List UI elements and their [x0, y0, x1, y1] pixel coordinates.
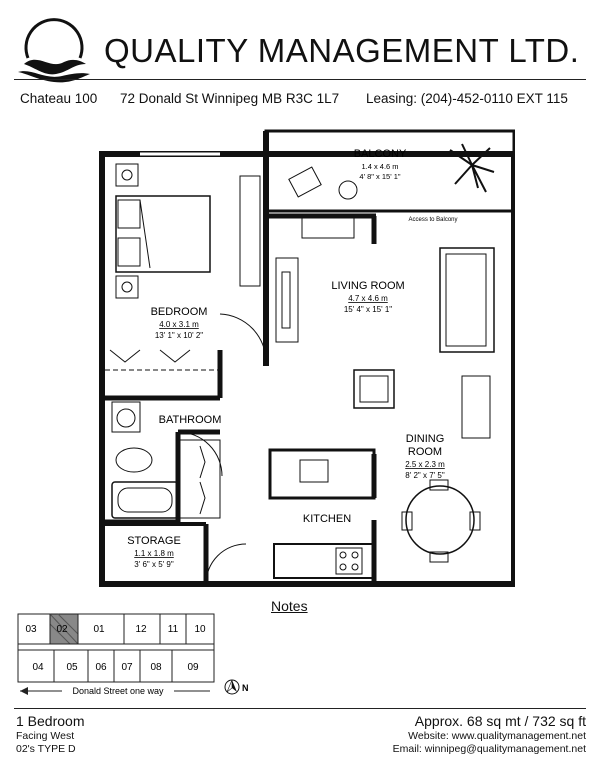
- living-room-label: LIVING ROOM: [331, 280, 404, 292]
- bedroom-imperial: 13' 1" x 10' 2": [155, 331, 203, 340]
- balcony-metric: 1.4 x 4.6 m: [361, 162, 398, 171]
- header-divider: [14, 79, 586, 80]
- dining-room-label-line1: DINING: [406, 433, 445, 445]
- balcony-outline: [264, 129, 515, 213]
- site-unit-07: 07: [121, 662, 133, 673]
- company-name: QUALITY MANAGEMENT LTD.: [104, 32, 580, 69]
- building-name: Chateau 100: [20, 91, 98, 106]
- company-logo: [18, 18, 90, 83]
- living-room-imperial: 15' 4" x 15' 1": [344, 305, 392, 314]
- storage-label: STORAGE: [127, 535, 181, 547]
- site-unit-05: 05: [66, 662, 78, 673]
- site-unit-02-highlighted: 02: [56, 624, 68, 635]
- building-address: 72 Donald St Winnipeg MB R3C 1L7: [120, 91, 340, 106]
- dining-room-label-line2: ROOM: [408, 446, 442, 458]
- leasing-contact: Leasing: (204)-452-0110 EXT 115: [366, 91, 568, 106]
- north-label: N: [242, 683, 249, 693]
- sofa-icon: [439, 247, 495, 353]
- tv-stand-icon: [275, 257, 299, 343]
- notes-heading: Notes: [271, 598, 308, 614]
- armchair-icon: [353, 369, 395, 409]
- floor-plan: BALCONY 1.4 x 4.6 m 4' 8" x 15' 1" Acces…: [99, 129, 515, 587]
- bedroom-label: BEDROOM: [151, 306, 208, 318]
- site-unit-04: 04: [32, 662, 44, 673]
- site-unit-06: 06: [95, 662, 107, 673]
- bedroom-metric: 4.0 x 3.1 m: [159, 320, 199, 329]
- dining-table-icon: [405, 485, 475, 555]
- dining-room-metric: 2.5 x 2.3 m: [405, 460, 445, 469]
- website-link[interactable]: Website: www.qualitymanagement.net: [408, 730, 586, 742]
- bathroom-label: BATHROOM: [159, 414, 222, 426]
- north-arrow-icon: N: [224, 679, 249, 695]
- email-link[interactable]: Email: winnipeg@qualitymanagement.net: [392, 743, 586, 755]
- unit-type-code: 02's TYPE D: [16, 743, 76, 755]
- unit-facing: Facing West: [16, 730, 75, 742]
- balcony-label: BALCONY: [354, 148, 407, 160]
- footer-divider: [14, 708, 586, 709]
- exterior-wall: [99, 151, 515, 587]
- living-room-metric: 4.7 x 4.6 m: [348, 294, 388, 303]
- kitchen-label: KITCHEN: [303, 513, 351, 525]
- site-unit-01: 01: [93, 624, 105, 635]
- site-unit-12: 12: [135, 624, 147, 635]
- balcony-access-label: Access to Balcony: [408, 217, 457, 223]
- site-plan: 03 02 01 12 11 10 04 05 06 07 08 09 Dona…: [17, 613, 215, 697]
- unit-type: 1 Bedroom: [16, 713, 85, 729]
- site-unit-09: 09: [187, 662, 199, 673]
- dining-room-imperial: 8' 2" x 7' 5": [405, 471, 445, 480]
- site-unit-11: 11: [168, 624, 179, 635]
- site-unit-10: 10: [194, 624, 206, 635]
- plant-icon: [449, 143, 495, 193]
- bed-icon: [115, 195, 211, 273]
- site-unit-08: 08: [150, 662, 162, 673]
- storage-metric: 1.1 x 1.8 m: [134, 549, 174, 558]
- street-label: Donald Street one way: [72, 686, 164, 696]
- storage-imperial: 3' 6" x 5' 9": [134, 560, 174, 569]
- unit-area: Approx. 68 sq mt / 732 sq ft: [414, 713, 586, 729]
- balcony-imperial: 4' 8" x 15' 1": [359, 172, 400, 181]
- site-unit-03: 03: [25, 624, 37, 635]
